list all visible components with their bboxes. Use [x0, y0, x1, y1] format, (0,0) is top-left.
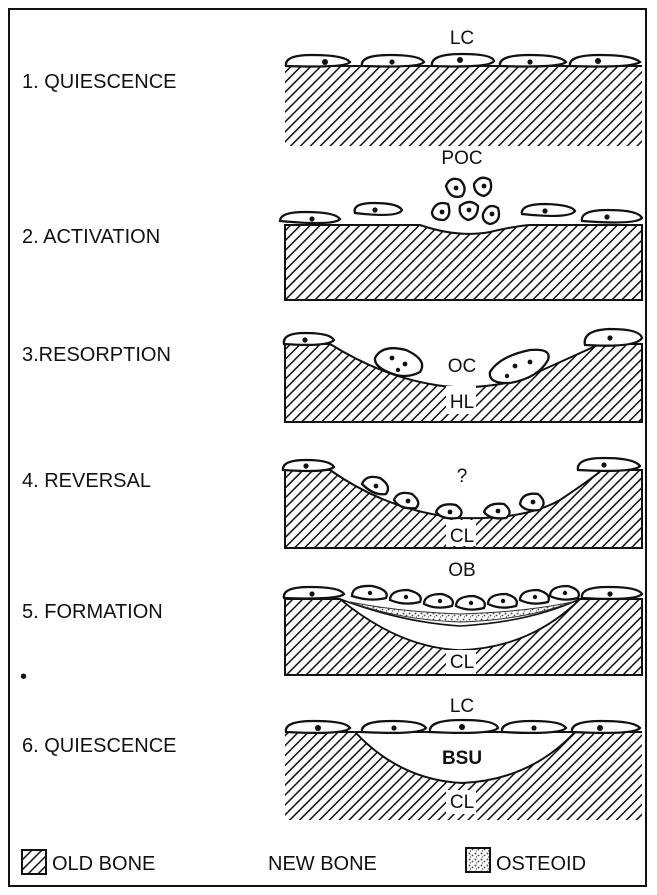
stage-6-label: 6. QUIESCENCE: [22, 735, 176, 757]
cl-tag-5: CL: [450, 652, 474, 673]
stage-5-label: 5. FORMATION: [22, 601, 163, 623]
stage-1-label: 1. QUIESCENCE: [22, 71, 176, 93]
pre-osteoclast-cluster: [432, 178, 499, 224]
old-bone-block: [285, 225, 642, 300]
oc-tag: OC: [448, 356, 477, 377]
osteoid-swatch: [466, 848, 490, 872]
hl-tag: HL: [450, 392, 474, 413]
stage-4-label: 4. REVERSAL: [22, 470, 151, 492]
old-bone-block: [285, 66, 642, 146]
poc-tag: POC: [441, 148, 482, 169]
new-bone-legend-label: NEW BONE: [268, 853, 377, 875]
lining-cells: [286, 54, 640, 67]
stage-2-illustration: POC: [280, 148, 642, 300]
lining-cells: [286, 720, 640, 733]
osteoid-legend-label: OSTEOID: [496, 853, 586, 875]
stage-2-label: 2. ACTIVATION: [22, 226, 160, 248]
stray-dot: •: [20, 666, 27, 688]
lc-tag: LC: [450, 28, 474, 49]
bsu-tag: BSU: [442, 748, 482, 769]
lc-tag-6: LC: [450, 696, 474, 717]
legend: OLD BONE NEW BONE OSTEOID: [22, 848, 586, 875]
old-bone-legend-label: OLD BONE: [52, 853, 155, 875]
stage-6-illustration: LC BSU CL: [285, 696, 642, 820]
cl-tag-6: CL: [450, 792, 474, 813]
ob-tag: OB: [448, 560, 475, 581]
old-bone-swatch: [22, 850, 46, 874]
stage-4-illustration: ? CL: [283, 458, 642, 548]
stage-3-label: 3.RESORPTION: [22, 344, 171, 366]
stage-3-illustration: OC HL: [284, 329, 642, 422]
stage-1-illustration: LC: [285, 28, 642, 146]
stage-5-illustration: OB CL: [284, 560, 642, 675]
cl-tag-4: CL: [450, 526, 474, 547]
question-tag: ?: [457, 466, 468, 487]
